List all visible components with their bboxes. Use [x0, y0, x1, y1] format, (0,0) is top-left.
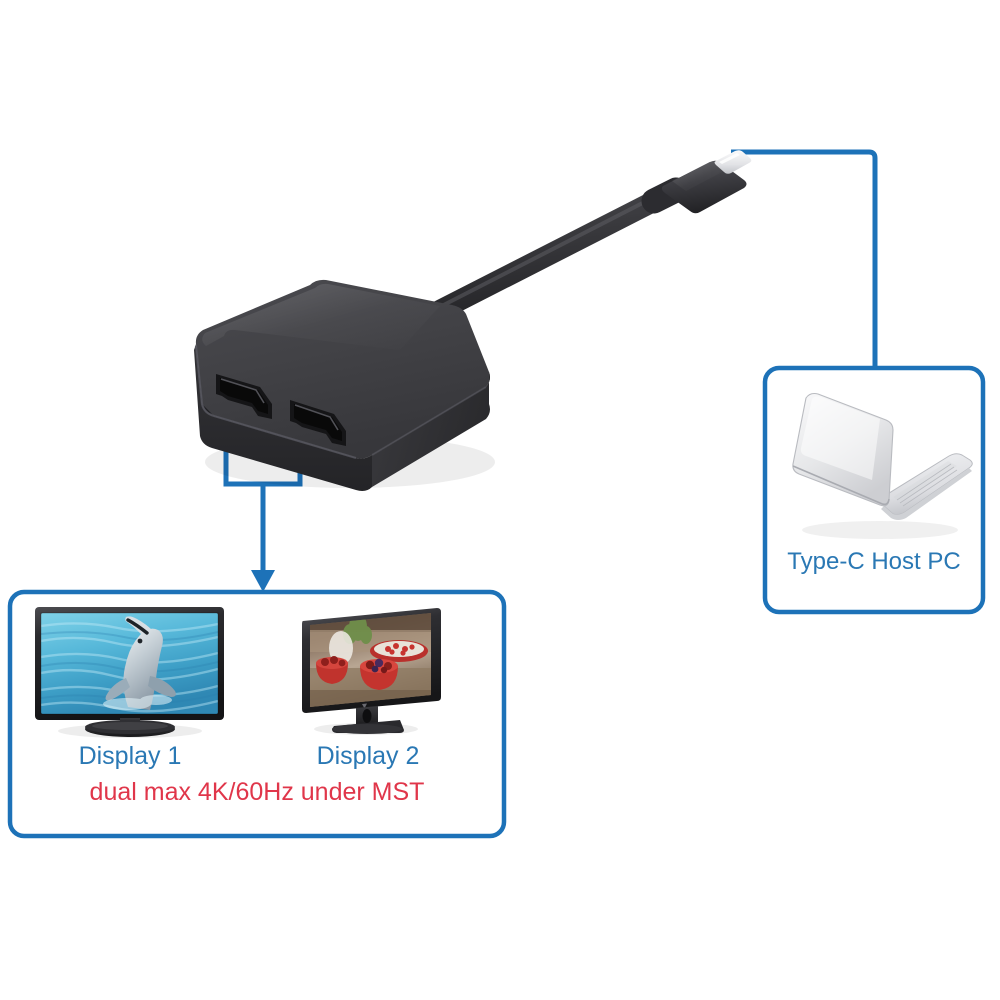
monitor-screen-content: [310, 613, 431, 707]
host-pc-label: Type-C Host PC: [787, 548, 961, 575]
hdmi-port-1: [216, 374, 272, 419]
tv-screen-content: [41, 616, 218, 713]
laptop-icon: [792, 392, 973, 539]
display-1-label: Display 1: [78, 742, 182, 770]
usb-c-tip: [714, 150, 752, 174]
tv-icon: [35, 607, 224, 738]
hdmi-port-2: [290, 400, 346, 446]
usb-c-connector: [661, 150, 752, 214]
callout-arrow-displays: [251, 570, 275, 592]
mst-note: dual max 4K/60Hz under MST: [89, 778, 425, 806]
monitor-icon: [302, 608, 441, 735]
display-2-label: Display 2: [316, 742, 420, 770]
callout-line-host-pc: [731, 149, 878, 368]
